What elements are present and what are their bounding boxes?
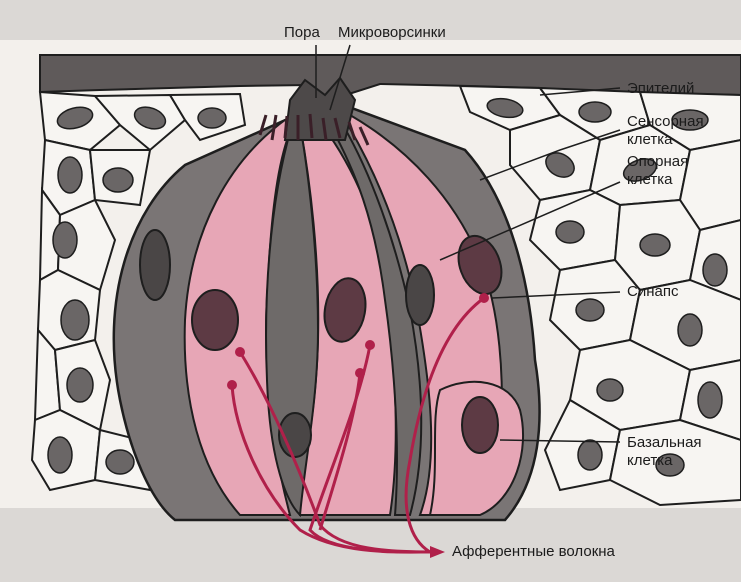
label-support-line1: Опорная — [627, 153, 688, 171]
label-afferent-fibers: Афферентные волокна — [452, 543, 615, 561]
label-pore: Пора — [284, 24, 320, 42]
label-sensory-line2: клетка — [627, 131, 672, 149]
label-basal-line2: клетка — [627, 452, 672, 470]
label-basal-line1: Базальная — [627, 434, 702, 452]
label-sensory-line1: Сенсорная — [627, 113, 704, 131]
label-support-line2: клетка — [627, 171, 672, 189]
label-microvilli: Микроворсинки — [338, 24, 446, 42]
label-synapse: Синапс — [627, 283, 678, 301]
label-epithelium: Эпителий — [627, 80, 694, 98]
